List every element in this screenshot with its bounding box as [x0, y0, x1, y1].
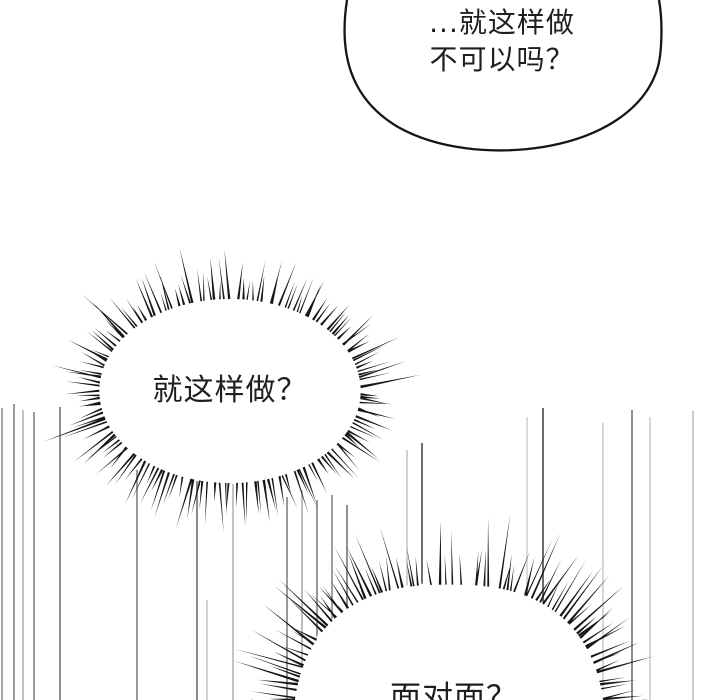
burst-bubble-bottom: [233, 513, 654, 700]
burst-bubble-middle: [43, 247, 421, 534]
top-bubble-line1: ...就这样做: [429, 6, 575, 39]
bottom-bubble-text: 面对面？: [390, 680, 518, 700]
middle-bubble-text: 就这样做？: [152, 373, 308, 408]
speech-bubble-top: [343, 0, 663, 152]
top-bubble-text: ...就这样做 不可以吗？: [370, 4, 634, 78]
top-bubble-line2: 不可以吗？: [429, 43, 575, 76]
speech-bubble-outline: [343, 0, 663, 152]
